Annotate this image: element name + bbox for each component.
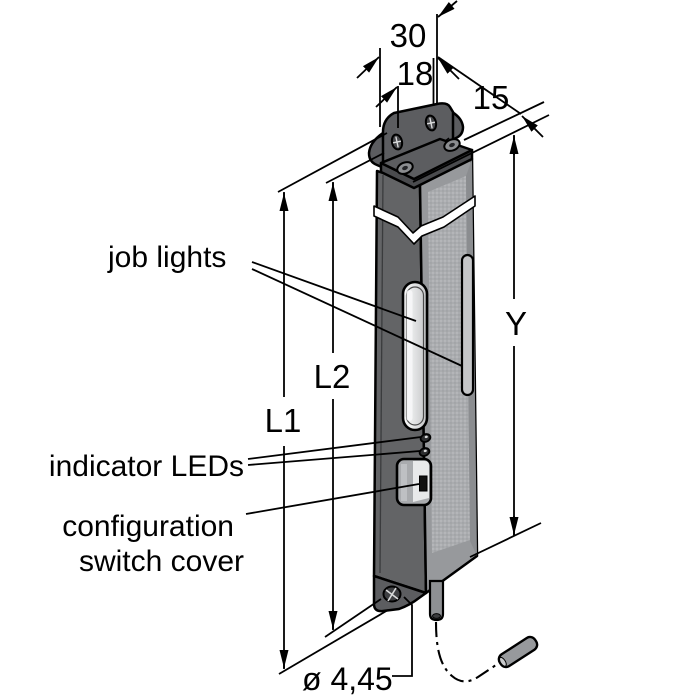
dim-y: Y [412,114,550,558]
mounting-bracket-top [367,102,474,190]
dim-18: 18 [375,55,435,128]
dim-18-value: 18 [397,55,434,92]
dim-hole-diameter: ø 4,45 [302,596,413,697]
dim-l2-value: L2 [314,358,351,395]
job-light-window-highlight [406,290,413,421]
config-switch-cover [395,457,433,507]
bottom-bracket [372,574,428,613]
dim-hole-diameter-value: ø 4,45 [302,661,393,697]
config-switch-label-line2: switch cover [79,545,244,578]
job-lights-label: job lights [107,241,226,274]
break-line-zigzag [373,195,476,245]
callout-job-lights: job lights [107,241,463,367]
cable-stub-tip [432,613,441,619]
callout-config-switch-cover: configuration switch cover [62,483,420,578]
callout-indicator-leds: indicator LEDs [49,436,422,483]
cable-connector [497,635,539,669]
dim-y-value: Y [505,305,527,342]
bracket-base-hole-back [443,138,461,152]
housing-panel-line [379,174,384,574]
callouts: job lights indicator LEDs configuration … [49,241,463,578]
dim-15-value: 15 [473,79,510,116]
config-switch-label-line1: configuration [62,510,234,543]
cable-dashed-line [434,621,500,683]
dim-15: 15 [437,56,545,141]
indicator-led-top [419,433,432,443]
config-switch-cover-highlight [401,464,407,501]
housing-front-texture [428,176,470,553]
dim-l1-value: L1 [265,402,302,439]
bracket-slot-hole-left [390,133,404,151]
dim-l2: L2 [314,152,385,638]
dim-l1: L1 [265,132,389,675]
bracket-slot-hole-right [424,114,438,132]
indicator-leds-label: indicator LEDs [49,450,244,483]
cable-stub [428,579,445,622]
config-switch [419,475,428,492]
job-light-window-side [460,253,475,397]
indicator-led-bottom [418,447,431,457]
cable [428,579,539,683]
bracket-base-hole-front [396,161,414,175]
dim-30-value: 30 [390,17,427,54]
dim-30: 30 [356,0,458,127]
bottom-screw [382,585,402,603]
dimensions: 30 18 15 Y [265,0,550,697]
